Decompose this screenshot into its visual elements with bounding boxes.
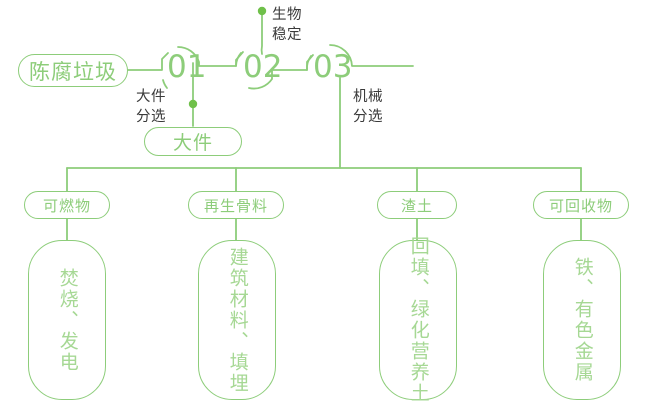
wire-03-arc-topleft bbox=[306, 55, 312, 71]
node-use-box-3-label: 回填、绿化营养土 bbox=[407, 236, 430, 404]
node-use-box-3[interactable]: 回填、绿化营养土 bbox=[379, 236, 457, 404]
caption-step-02-line-1: 生物 bbox=[272, 7, 302, 23]
node-use-box-4-label: 铁、有色金属 bbox=[571, 257, 594, 383]
dot-bio-stable bbox=[257, 6, 267, 16]
node-use-box-1-label: 焚烧、发电 bbox=[56, 267, 79, 373]
node-use-box-1[interactable]: 焚烧、发电 bbox=[28, 240, 106, 400]
node-use-box-2-label: 建筑材料、填埋 bbox=[226, 246, 249, 394]
node-category-4[interactable]: 可回收物 bbox=[533, 191, 629, 219]
caption-step-01: 大件 分选 bbox=[136, 88, 166, 127]
wire-01-to-02 bbox=[177, 46, 244, 67]
caption-step-02-line-2: 稳定 bbox=[272, 26, 302, 43]
node-category-2[interactable]: 再生骨料 bbox=[188, 191, 284, 219]
node-category-1-label: 可燃物 bbox=[42, 196, 91, 215]
caption-step-01-line-2: 分选 bbox=[136, 108, 166, 125]
wire-02-to-03 bbox=[248, 54, 314, 90]
node-use-box-4[interactable]: 铁、有色金属 bbox=[543, 240, 621, 400]
node-category-2-label: 再生骨料 bbox=[203, 196, 268, 215]
caption-step-03-line-2: 分选 bbox=[353, 108, 383, 125]
wire-source-to-01 bbox=[127, 52, 169, 71]
node-source-pill[interactable]: 陈腐垃圾 bbox=[18, 54, 128, 87]
caption-step-01-line-1: 大件 bbox=[136, 89, 166, 105]
node-intermediate-dajian[interactable]: 大件 bbox=[144, 127, 242, 156]
node-intermediate-dajian-label: 大件 bbox=[172, 132, 213, 154]
node-use-box-2[interactable]: 建筑材料、填埋 bbox=[198, 240, 276, 400]
wire-01-arc-bottom bbox=[162, 79, 168, 89]
dot-dajian bbox=[188, 99, 198, 109]
node-category-3[interactable]: 渣土 bbox=[377, 191, 457, 219]
caption-step-03: 机械 分选 bbox=[353, 88, 383, 127]
node-category-4-label: 可回收物 bbox=[548, 196, 613, 215]
step-number-02[interactable]: 02 bbox=[243, 49, 283, 85]
caption-step-02: 生物 稳定 bbox=[272, 6, 302, 45]
node-category-3-label: 渣土 bbox=[400, 196, 433, 215]
step-number-03[interactable]: 03 bbox=[313, 49, 353, 85]
node-source-label: 陈腐垃圾 bbox=[29, 59, 117, 84]
node-category-1[interactable]: 可燃物 bbox=[24, 191, 110, 219]
step-number-01[interactable]: 01 bbox=[167, 49, 207, 85]
wire-02-arc-topleft bbox=[235, 52, 242, 67]
wire-03-tail-right bbox=[329, 44, 414, 67]
caption-step-03-line-1: 机械 bbox=[353, 89, 383, 105]
